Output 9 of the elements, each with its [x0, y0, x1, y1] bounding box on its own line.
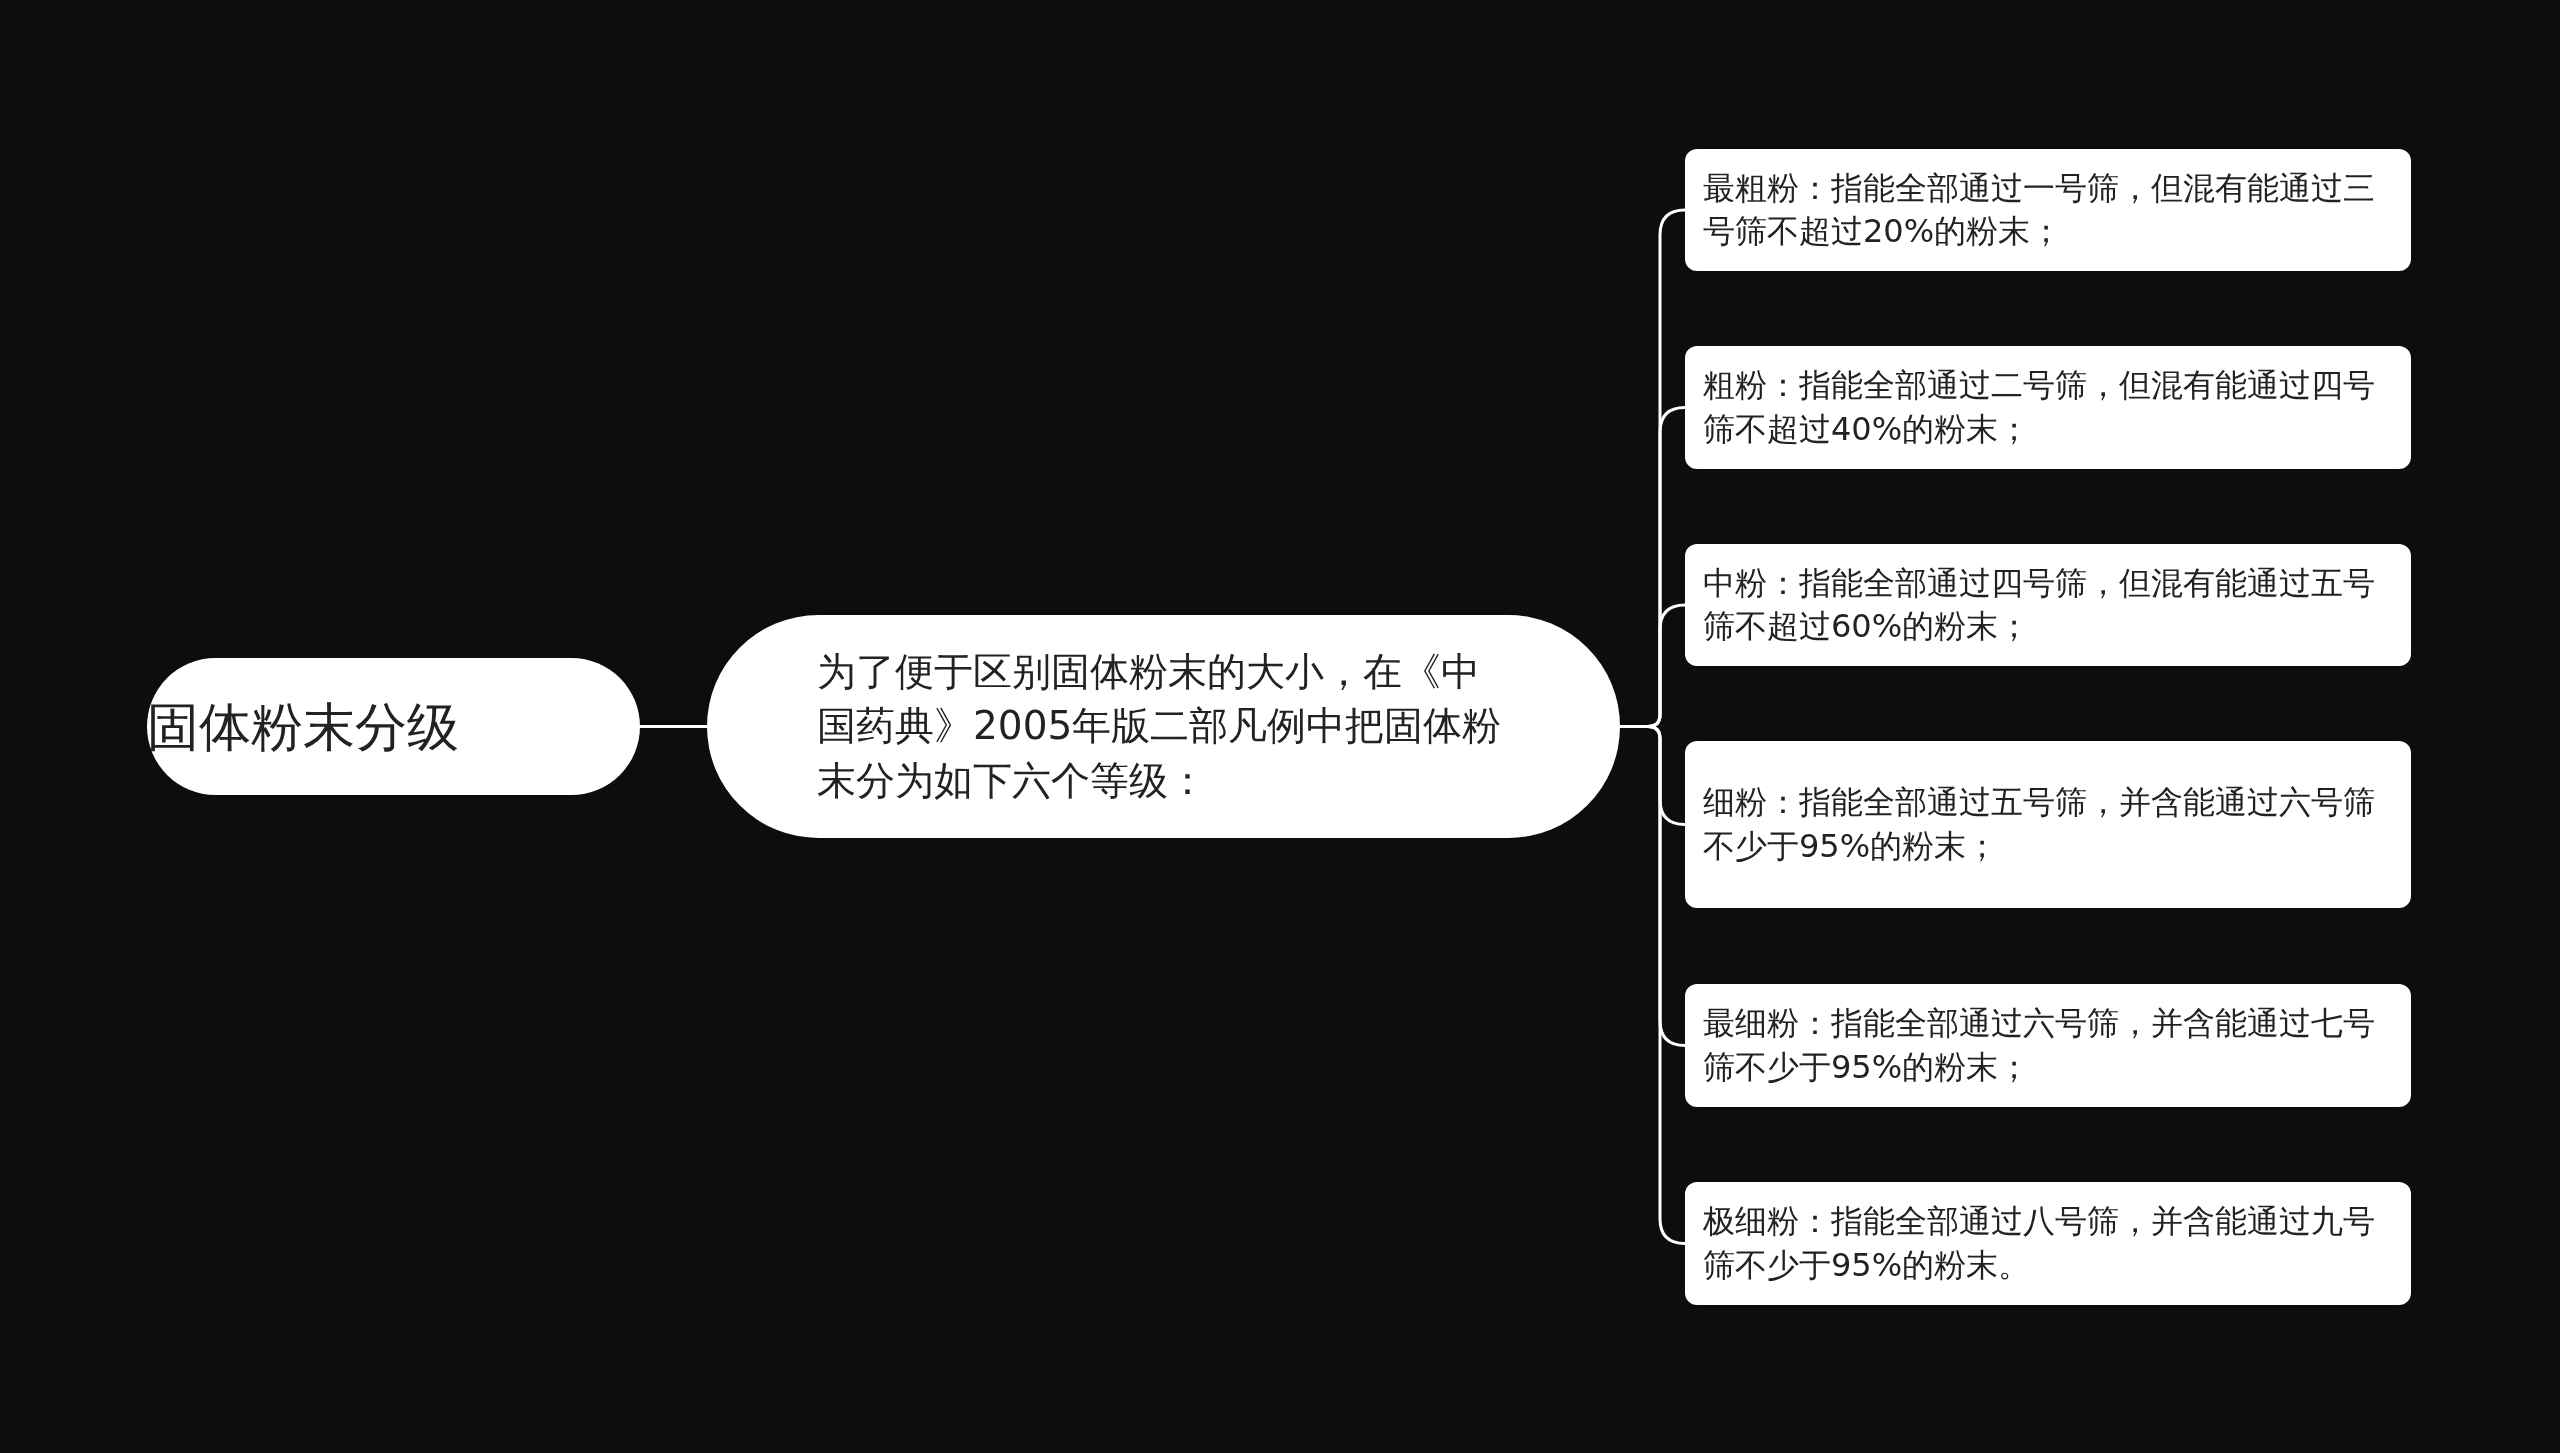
subtopic-box: 最粗粉：指能全部通过一号筛，但混有能通过三号筛不超过20%的粉末； [1685, 149, 2411, 271]
subtopic-box: 中粉：指能全部通过四号筛，但混有能通过五号筛不超过60%的粉末； [1685, 544, 2411, 666]
connector-line [640, 725, 707, 728]
subtopic-box: 极细粉：指能全部通过八号筛，并含能通过九号筛不少于95%的粉末。 [1685, 1182, 2411, 1305]
subtopic-box: 最细粉：指能全部通过六号筛，并含能通过七号筛不少于95%的粉末； [1685, 984, 2411, 1107]
root-topic-box: 固体粉末分级 [147, 658, 640, 795]
subtopic-box: 粗粉：指能全部通过二号筛，但混有能通过四号筛不超过40%的粉末； [1685, 346, 2411, 469]
subtopic-box: 细粉：指能全部通过五号筛，并含能通过六号筛不少于95%的粉末； [1685, 741, 2411, 908]
topic-box: 为了便于区别固体粉末的大小，在《中国药典》2005年版二部凡例中把固体粉末分为如下六个等级： [707, 615, 1620, 838]
